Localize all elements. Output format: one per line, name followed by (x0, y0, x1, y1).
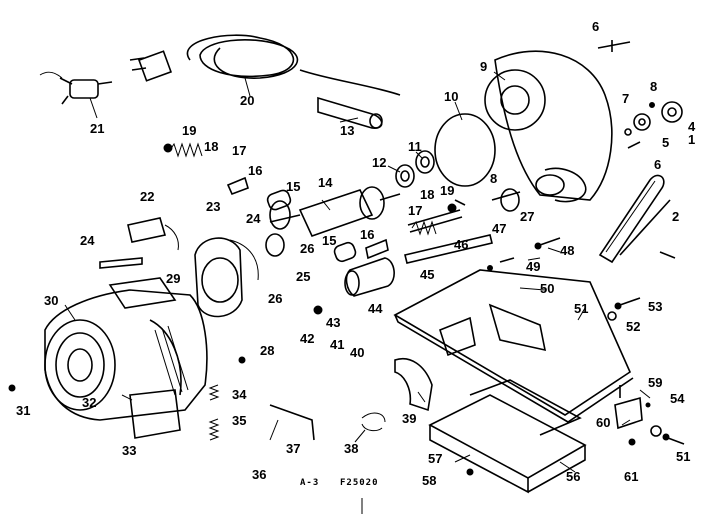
part-callout-49: 49 (526, 259, 541, 274)
part-callout-46: 46 (454, 237, 469, 252)
part-callout-53: 53 (648, 299, 663, 314)
part-callout-34: 34 (232, 387, 247, 402)
part-callout-51: 51 (676, 449, 691, 464)
part-callout-18: 18 (204, 139, 219, 154)
part-callout-15: 15 (322, 233, 337, 248)
part-callout-8: 8 (490, 171, 498, 186)
part-callout-45: 45 (420, 267, 435, 282)
part-callout-39: 39 (402, 411, 417, 426)
part-callout-52: 52 (626, 319, 641, 334)
gasket (434, 113, 496, 187)
support-bracket (394, 358, 433, 412)
part-callout-11: 11 (408, 139, 422, 154)
part-callout-4: 4 (688, 119, 696, 134)
handle-grip (317, 96, 383, 129)
pulley-housing (484, 50, 613, 203)
part-callout-35: 35 (232, 413, 247, 428)
part-callout-5: 5 (662, 135, 670, 150)
part-callout-36: 36 (252, 467, 267, 482)
pulley-parts (597, 40, 683, 149)
part-callout-8: 8 (650, 79, 658, 94)
part-callout-6: 6 (592, 19, 600, 34)
part-callout-19: 19 (440, 183, 455, 198)
cord-plug (39, 71, 113, 105)
small-springs (208, 384, 220, 441)
part-callout-7: 7 (622, 91, 630, 106)
part-callout-31: 31 (16, 403, 31, 418)
part-callout-56: 56 (566, 469, 581, 484)
part-callout-17: 17 (408, 203, 423, 218)
part-callout-41: 41 (330, 337, 345, 352)
bracket (614, 385, 643, 430)
part-callout-19: 19 (182, 123, 197, 138)
power-cord (129, 34, 401, 96)
part-callout-61: 61 (624, 469, 639, 484)
part-callout-6: 6 (654, 157, 662, 172)
part-callout-30: 30 (44, 293, 59, 308)
part-callout-50: 50 (540, 281, 555, 296)
part-callout-9: 9 (480, 59, 488, 74)
bearings (265, 150, 520, 257)
part-callout-40: 40 (350, 345, 365, 360)
part-callout-16: 16 (248, 163, 263, 178)
drawing-number: F25020 (340, 478, 379, 488)
drawing-code: A-3 (300, 478, 320, 488)
part-callout-29: 29 (166, 271, 181, 286)
part-callout-51: 51 (574, 301, 589, 316)
part-callout-26: 26 (300, 241, 315, 256)
part-callout-21: 21 (90, 121, 105, 136)
part-callout-20: 20 (240, 93, 255, 108)
part-callout-16: 16 (360, 227, 375, 242)
part-callout-15: 15 (286, 179, 301, 194)
part-callout-57: 57 (428, 451, 443, 466)
screws (8, 237, 685, 476)
part-callout-58: 58 (422, 473, 437, 488)
part-callout-44: 44 (368, 301, 383, 316)
pin (99, 257, 143, 269)
part-callout-14: 14 (318, 175, 333, 190)
part-callout-32: 32 (82, 395, 97, 410)
field-coil (194, 237, 259, 318)
part-callout-24: 24 (80, 233, 95, 248)
base-frame (428, 379, 587, 494)
brush-parts (226, 176, 395, 297)
part-callout-24: 24 (246, 211, 261, 226)
part-callout-54: 54 (670, 391, 685, 406)
part-callout-22: 22 (140, 189, 155, 204)
part-callout-17: 17 (232, 143, 247, 158)
part-callout-1: 1 (688, 132, 696, 147)
part-callout-12: 12 (372, 155, 387, 170)
armature (269, 186, 401, 237)
part-callout-48: 48 (560, 243, 575, 258)
part-callout-60: 60 (596, 415, 611, 430)
part-callout-38: 38 (344, 441, 359, 456)
part-callout-43: 43 (326, 315, 341, 330)
hex-wrench (269, 404, 315, 441)
part-callout-10: 10 (444, 89, 459, 104)
part-callout-33: 33 (122, 443, 137, 458)
part-callout-13: 13 (340, 123, 355, 138)
leader-lines (64, 71, 651, 473)
part-callout-37: 37 (286, 441, 301, 456)
springs (163, 142, 457, 236)
part-callout-23: 23 (206, 199, 221, 214)
drive-belt (598, 174, 671, 264)
part-callout-42: 42 (300, 331, 315, 346)
part-callout-47: 47 (492, 221, 507, 236)
part-callout-27: 27 (520, 209, 535, 224)
motor-housing (44, 277, 208, 439)
part-callout-26: 26 (268, 291, 283, 306)
part-callout-25: 25 (296, 269, 311, 284)
part-callout-28: 28 (260, 343, 275, 358)
platen-plate (393, 265, 634, 423)
part-callout-2: 2 (672, 209, 680, 224)
retaining-ring (361, 412, 386, 432)
part-callout-59: 59 (648, 375, 663, 390)
part-callout-18: 18 (420, 187, 435, 202)
brush-holder (127, 217, 179, 251)
